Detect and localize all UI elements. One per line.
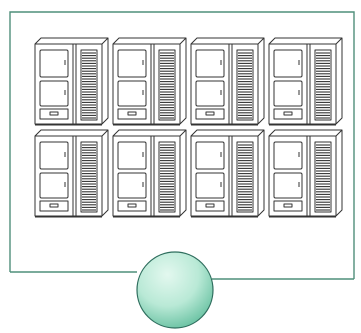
server-cabinet [113, 38, 186, 125]
server-cabinet [269, 130, 342, 217]
server-cabinet [35, 130, 108, 217]
server-cabinet [191, 38, 264, 125]
server-cabinet [269, 38, 342, 125]
server-cabinet [35, 38, 108, 125]
server-cabinet-group [35, 38, 342, 217]
network-node-circle [137, 252, 213, 328]
server-cabinet [191, 130, 264, 217]
server-cabinet [113, 130, 186, 217]
